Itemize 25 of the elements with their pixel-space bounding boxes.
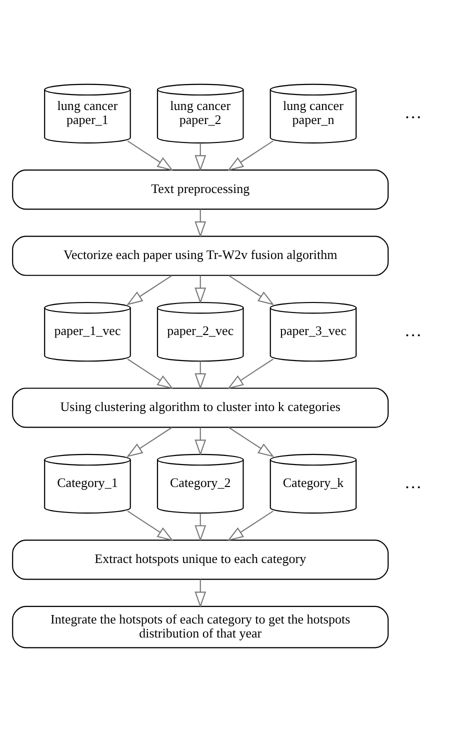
arrow [194,208,206,238]
label: … [404,472,422,492]
arrow [194,360,206,390]
arrow [194,578,206,608]
arrow [228,426,274,457]
arrow [227,358,274,389]
arrow [227,510,274,541]
node-box: Using clustering algorithm to cluster into k categories [12,387,389,428]
arrow [194,427,206,456]
arrow [194,275,206,304]
arrow [127,140,174,170]
node-box: Extract hotspots unique to each category [12,539,389,580]
arrow [127,358,174,389]
arrow [194,512,206,542]
label: … [404,102,422,122]
arrow [126,274,172,305]
label: … [404,320,422,340]
arrow [227,140,274,170]
arrow [228,274,274,305]
node-box: Text preprocessing [12,169,389,210]
arrow [126,426,172,457]
node-box: Vectorize each paper using Tr-W2v fusion algorithm [12,235,389,276]
arrow [194,142,206,171]
node-box: Integrate the hotspots of each category to get the hotspots distribution of that year [12,605,389,648]
arrow [127,510,174,541]
